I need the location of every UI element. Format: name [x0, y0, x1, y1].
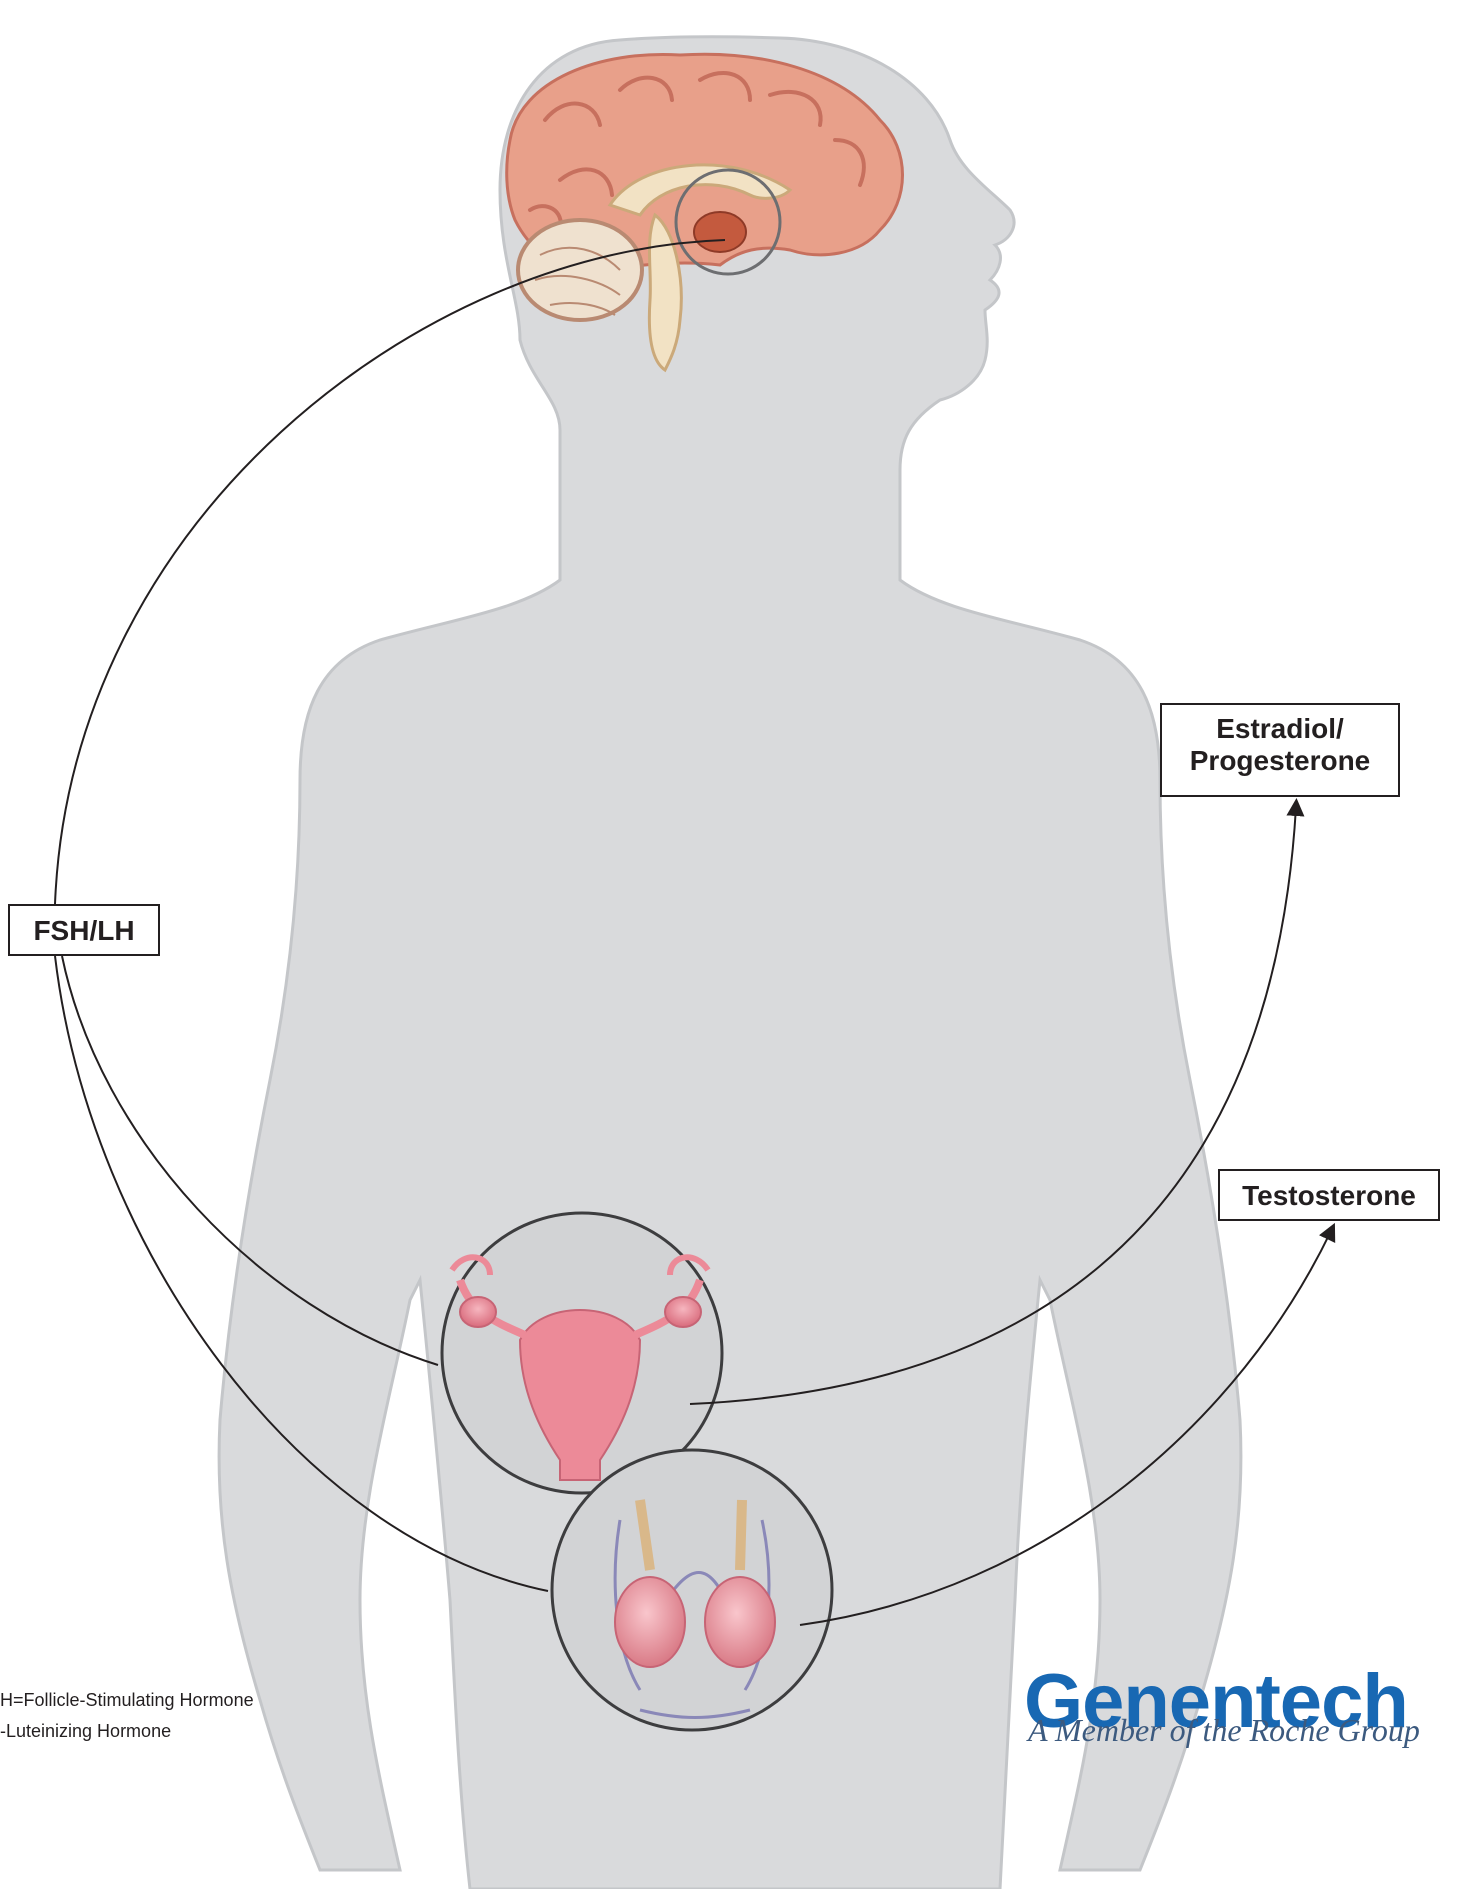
legend-lh-definition: -Luteinizing Hormone [0, 1721, 171, 1742]
testosterone-text: Testosterone [1242, 1180, 1416, 1211]
estradiol-text: Estradiol/ [1162, 713, 1398, 745]
left-ovary [460, 1297, 496, 1327]
fsh-lh-text: FSH/LH [33, 915, 134, 946]
roche-tagline: A Member of the Roche Group [1028, 1712, 1420, 1749]
estradiol-progesterone-label: Estradiol/ Progesterone [1160, 703, 1400, 797]
right-ovary [665, 1297, 701, 1327]
testosterone-label: Testosterone [1218, 1169, 1440, 1221]
progesterone-text: Progesterone [1162, 745, 1398, 777]
fsh-lh-label: FSH/LH [8, 904, 160, 956]
left-testis [615, 1577, 685, 1667]
testes-inset [552, 1450, 832, 1730]
right-testis [705, 1577, 775, 1667]
legend-fsh-definition: H=Follicle-Stimulating Hormone [0, 1690, 254, 1711]
cerebellum [518, 220, 642, 320]
